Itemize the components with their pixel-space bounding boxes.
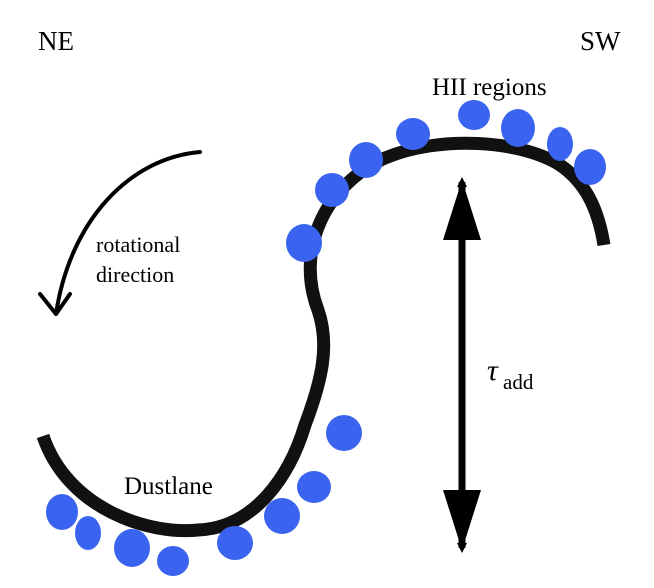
hii-regions-label: HII regions [432,74,547,101]
rotation-arrow-head [38,292,72,316]
ne-label: NE [38,26,74,56]
hii-region [349,142,383,178]
hii-region [217,526,253,560]
hii-region [326,415,362,451]
hii-region [75,516,101,550]
hii-region [157,546,189,576]
hii-region [501,109,535,147]
tau-subscript: add [503,370,534,394]
rotation-label-line1: rotational [96,232,180,257]
hii-region [114,529,150,567]
rotation-arrow [54,150,202,316]
hii-region [547,127,573,161]
dustlane-curve [36,136,611,538]
tau-symbol: τ [487,354,499,387]
hii-regions-lower [46,415,362,576]
tau-arrow-head-top [443,180,481,240]
hii-region [458,100,490,130]
hii-region [396,118,430,150]
hii-region [315,173,349,207]
rotation-label-line2: direction [96,262,174,287]
hii-region [264,498,300,534]
hii-region [297,471,331,503]
hii-region [46,494,78,530]
hii-regions-upper [286,100,606,262]
hii-region [286,224,322,262]
hii-region [574,149,606,185]
sw-label: SW [580,26,621,56]
tau-arrow-head-bottom [443,490,481,550]
dustlane-label: Dustlane [124,473,213,500]
